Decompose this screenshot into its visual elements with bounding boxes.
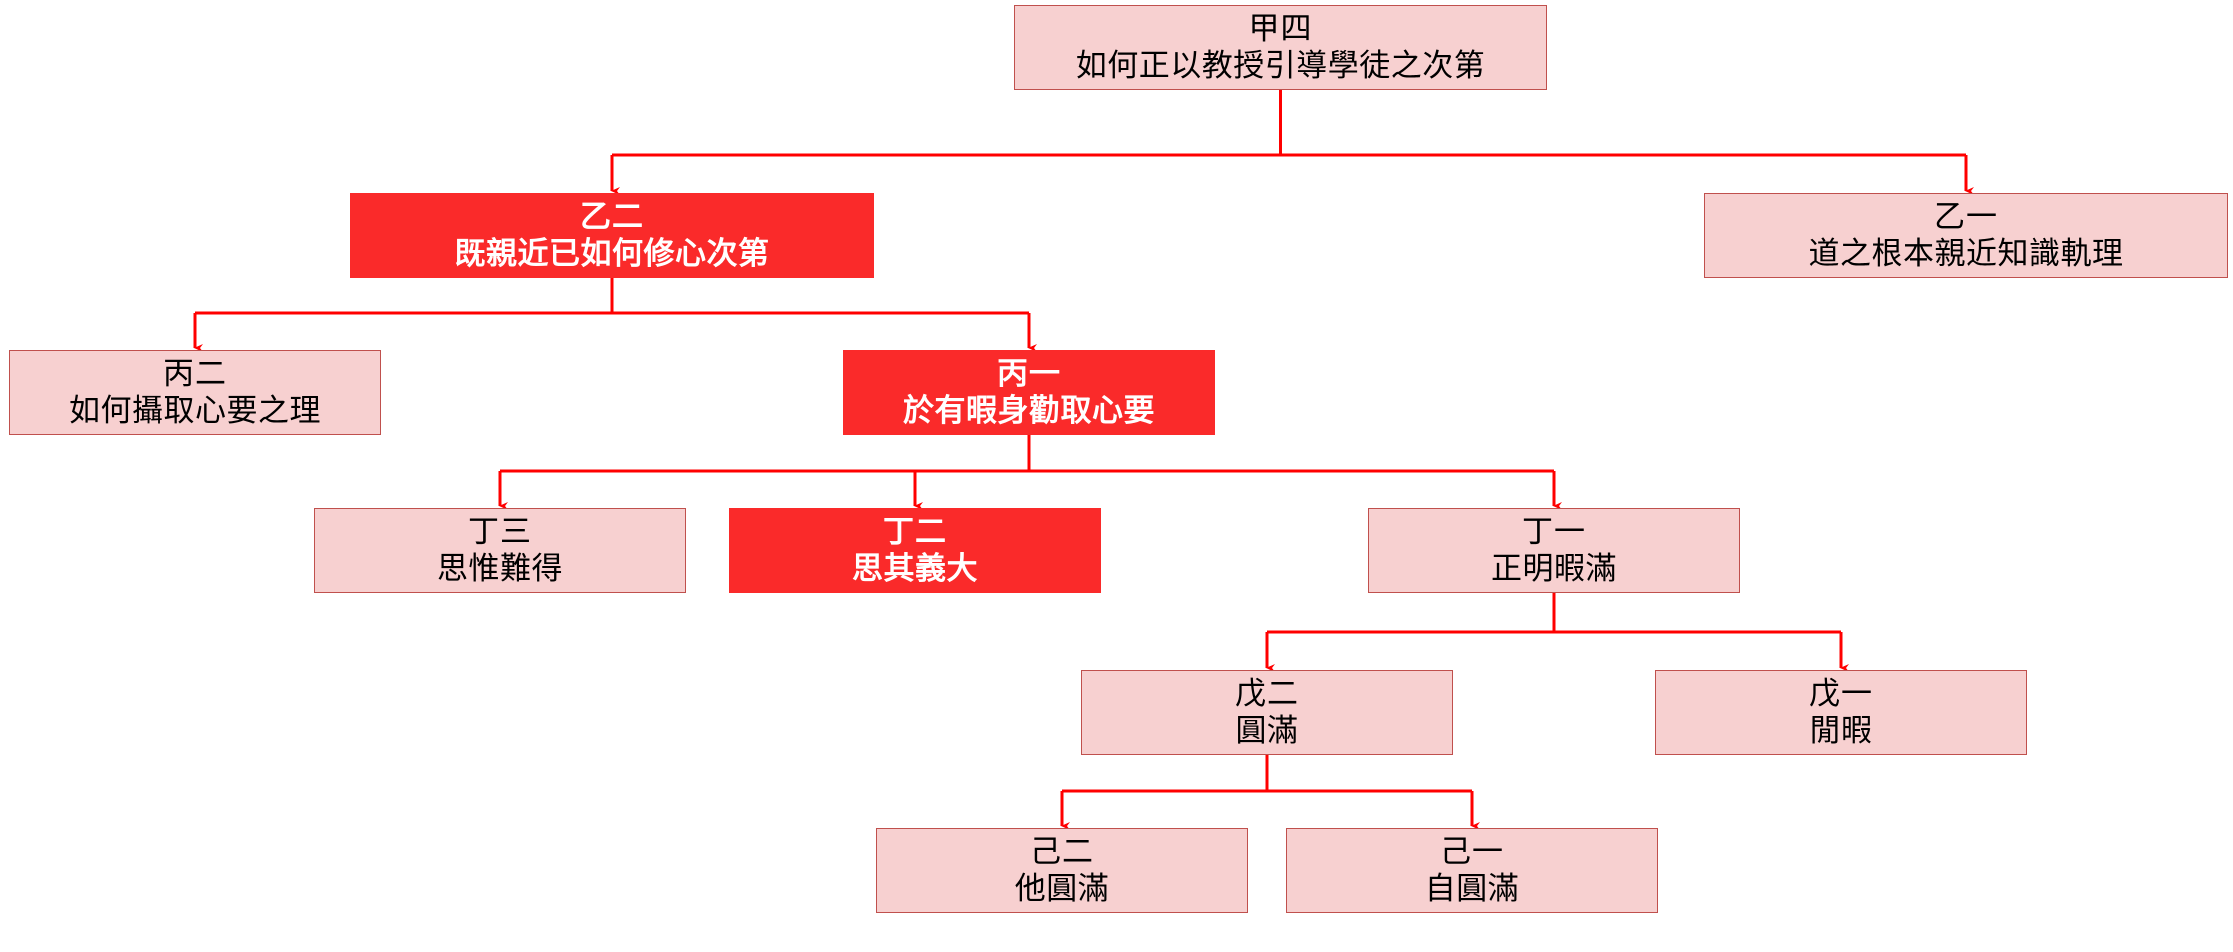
node-code: 戊二 [1235, 675, 1299, 712]
node-code: 丙一 [997, 355, 1061, 392]
node-title: 如何正以教授引導學徒之次第 [1075, 47, 1486, 84]
tree-node-bing1[interactable]: 丙一於有暇身勸取心要 [843, 350, 1215, 435]
tree-node-wu1[interactable]: 戊一閒暇 [1655, 670, 2027, 755]
tree-node-ding2[interactable]: 丁二思其義大 [729, 508, 1101, 593]
node-title: 於有暇身勸取心要 [903, 392, 1155, 429]
node-code: 乙一 [1934, 198, 1998, 235]
tree-node-yi1[interactable]: 乙一道之根本親近知識軌理 [1704, 193, 2228, 278]
node-code: 丙二 [163, 355, 227, 392]
node-title: 既親近已如何修心次第 [454, 235, 770, 272]
node-title: 思惟難得 [437, 550, 563, 587]
tree-node-ji2[interactable]: 己二他圓滿 [876, 828, 1248, 913]
tree-node-ding3[interactable]: 丁三思惟難得 [314, 508, 686, 593]
node-code: 丁一 [1522, 513, 1586, 550]
node-code: 己二 [1030, 833, 1094, 870]
tree-node-bing2[interactable]: 丙二如何攝取心要之理 [9, 350, 381, 435]
node-title: 正明暇滿 [1491, 550, 1617, 587]
node-code: 戊一 [1809, 675, 1873, 712]
node-title: 閒暇 [1809, 712, 1873, 749]
tree-node-yi2[interactable]: 乙二既親近已如何修心次第 [350, 193, 874, 278]
node-code: 丁三 [468, 513, 532, 550]
tree-node-jia4[interactable]: 甲四如何正以教授引導學徒之次第 [1014, 5, 1547, 90]
node-title: 思其義大 [852, 550, 978, 587]
node-code: 甲四 [1248, 10, 1313, 47]
node-title: 如何攝取心要之理 [69, 392, 321, 429]
node-code: 己一 [1440, 833, 1504, 870]
node-title: 道之根本親近知識軌理 [1808, 235, 2124, 272]
tree-node-ji1[interactable]: 己一自圓滿 [1286, 828, 1658, 913]
node-title: 自圓滿 [1424, 870, 1520, 907]
node-code: 乙二 [580, 198, 644, 235]
tree-node-wu2[interactable]: 戊二圓滿 [1081, 670, 1453, 755]
node-title: 圓滿 [1235, 712, 1299, 749]
tree-node-ding1[interactable]: 丁一正明暇滿 [1368, 508, 1740, 593]
node-code: 丁二 [883, 513, 947, 550]
node-title: 他圓滿 [1014, 870, 1110, 907]
